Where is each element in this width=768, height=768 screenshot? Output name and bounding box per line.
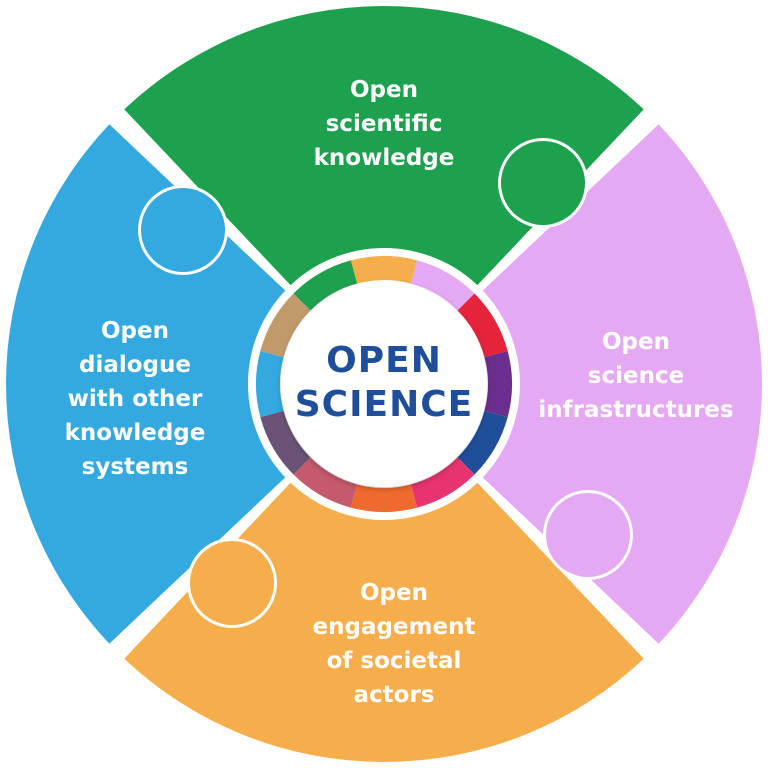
label-line: dialogue [78,352,191,378]
piece-label-open-scientific-knowledge: Open scientific knowledge [314,73,455,175]
label-line: engagement [312,614,476,640]
label-line: knowledge [64,420,206,446]
label-line: actors [353,682,435,708]
piece-label-open-science-infrastructures: Open science infrastructures [538,325,733,427]
piece-label-open-dialogue-with-other-knowledge-systems: Open dialogue with other knowledge syste… [65,314,206,484]
hub-ring-segment [260,410,311,475]
hub-ring-segment [293,457,358,508]
hub-ring-segment [410,260,475,311]
puzzle-tab-orange [190,541,274,625]
hub-ring-segment [256,350,284,418]
puzzle-piece-green [124,6,644,290]
hub-ring-segment [350,484,418,512]
hub-ring-segment [350,256,418,284]
label-line: Open [601,329,670,355]
hub-ring-segment [484,350,512,418]
label-line: knowledge [313,145,455,171]
label-line: Open [100,318,169,344]
hub-center-disc [281,281,487,487]
label-line: scientific [325,111,443,137]
label-line: systems [81,454,189,480]
hub-ring-segment [410,457,475,508]
hub-ring-segment [293,260,358,311]
center-title: OPEN SCIENCE [295,339,473,427]
puzzle-tab-violet [546,493,630,577]
piece-label-open-engagement-of-societal-actors: Open engagement of societal actors [313,576,476,712]
label-line: science [587,363,685,389]
puzzle-tab-blue [141,188,225,272]
hub-ring-segment [457,410,508,475]
label-line: infrastructures [538,397,734,423]
hub-ring-segment [457,293,508,358]
hub-ring-segment [260,293,311,358]
center-title-line-2: SCIENCE [294,384,474,425]
center-title-line-1: OPEN [326,340,442,381]
puzzle-tab-green [501,141,585,225]
label-line: of societal [326,648,462,674]
label-line: with other [67,386,203,412]
label-line: Open [349,77,418,103]
label-line: Open [360,580,428,606]
